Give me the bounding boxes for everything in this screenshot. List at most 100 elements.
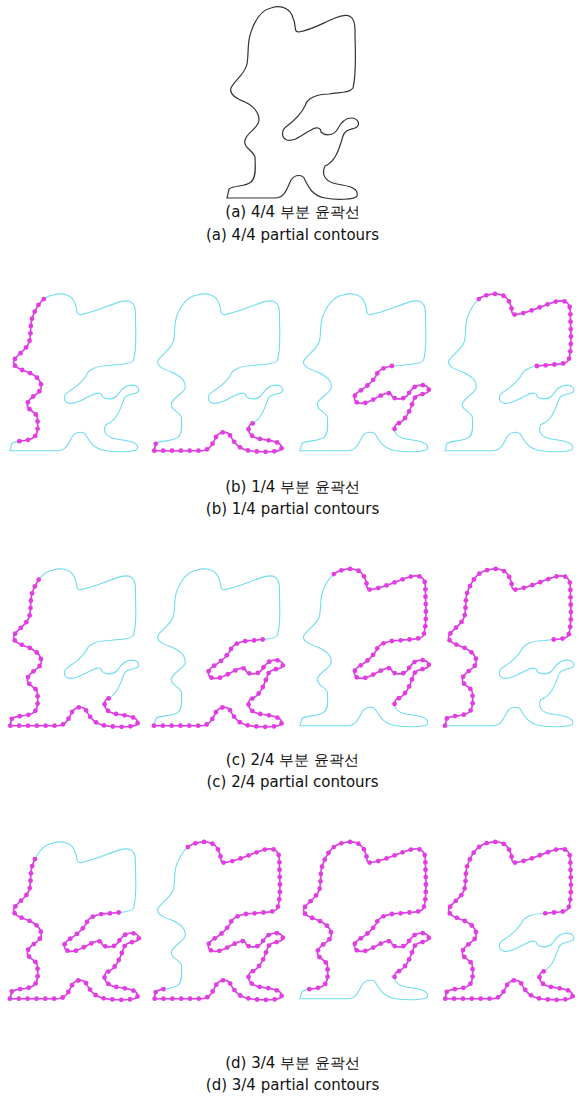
contour-point xyxy=(568,610,573,615)
contour-point xyxy=(33,960,38,965)
contour-point xyxy=(561,361,566,366)
contour-point xyxy=(322,857,327,862)
contour-point xyxy=(331,845,336,850)
contour-point xyxy=(170,996,175,1001)
contour-point xyxy=(218,854,223,859)
contour-point xyxy=(551,637,556,642)
full-contour xyxy=(445,842,574,1000)
contour-point xyxy=(378,393,383,398)
contour-point xyxy=(537,305,542,310)
contour-point xyxy=(225,925,230,930)
contour-point xyxy=(354,948,359,953)
contour-point xyxy=(101,996,106,1001)
contour-point xyxy=(310,916,315,921)
contour-point xyxy=(185,845,190,850)
contour-point xyxy=(423,890,428,895)
contour-point xyxy=(375,919,380,924)
contour-point xyxy=(401,671,406,676)
contour-point xyxy=(545,302,550,307)
contour-point xyxy=(448,631,453,636)
contour-point xyxy=(26,723,31,728)
contour-point xyxy=(237,720,242,725)
contour-point xyxy=(462,613,467,618)
contour-point xyxy=(363,948,368,953)
contour-point xyxy=(469,650,474,655)
contour-point xyxy=(153,441,158,446)
contour-point xyxy=(116,958,121,963)
contour-point xyxy=(37,936,42,941)
contour-point xyxy=(221,860,226,865)
contour-point xyxy=(423,867,428,872)
contour-point xyxy=(401,944,406,949)
contour-point xyxy=(321,942,326,947)
contour-point xyxy=(468,960,473,965)
contour-point xyxy=(398,911,403,916)
contour-point xyxy=(153,990,158,995)
contour-point xyxy=(25,996,30,1001)
contour-point xyxy=(461,674,466,679)
contour-point xyxy=(472,663,477,668)
contour-point xyxy=(459,620,464,625)
contour-point xyxy=(221,978,226,983)
contour-point xyxy=(323,960,328,965)
contour-point xyxy=(401,396,406,401)
contour-point xyxy=(493,291,498,296)
contour-point xyxy=(75,931,80,936)
contour-point xyxy=(35,375,40,380)
contour-point xyxy=(398,638,403,643)
contour-point xyxy=(386,391,391,396)
contour-point xyxy=(266,986,271,991)
contour-point xyxy=(537,996,542,1001)
mouse-figure xyxy=(227,7,358,200)
contour-point xyxy=(35,419,40,424)
contour-point xyxy=(19,642,24,647)
contour-point xyxy=(423,617,428,622)
contour-point xyxy=(400,577,405,582)
contour-point xyxy=(376,859,381,864)
contour-point xyxy=(417,574,422,579)
contour-point xyxy=(509,854,514,859)
contour-point xyxy=(465,864,470,869)
contour-point xyxy=(267,659,272,664)
contour-point xyxy=(8,996,13,1001)
contour-point xyxy=(119,951,124,956)
mouse-figure xyxy=(152,294,284,454)
contour-point xyxy=(74,948,79,953)
contour-point xyxy=(493,566,498,571)
contour-point xyxy=(410,402,415,407)
contour-point xyxy=(339,841,344,846)
contour-point xyxy=(412,660,417,665)
partial-contour xyxy=(304,842,429,989)
contour-point xyxy=(484,293,489,298)
contour-point xyxy=(469,923,474,928)
contour-point xyxy=(412,933,417,938)
contour-point xyxy=(131,715,136,720)
contour-point xyxy=(277,875,282,880)
contour-point xyxy=(13,356,18,361)
contour-point xyxy=(27,338,32,343)
contour-point xyxy=(568,868,573,873)
contour-point xyxy=(454,642,459,647)
contour-point xyxy=(279,993,284,998)
contour-point xyxy=(277,882,282,887)
partial-contour xyxy=(154,423,282,451)
contour-point xyxy=(276,904,281,909)
contour-point xyxy=(228,981,233,986)
contour-point xyxy=(461,996,466,1001)
contour-point xyxy=(484,841,489,846)
contour-point xyxy=(26,985,31,990)
contour-point xyxy=(26,437,31,442)
contour-point xyxy=(461,985,466,990)
partial-contour xyxy=(14,299,44,441)
contour-point xyxy=(423,594,428,599)
contour-point xyxy=(407,957,412,962)
full-contour xyxy=(445,294,574,452)
contour-point xyxy=(447,911,452,916)
contour-point xyxy=(521,859,526,864)
contour-point xyxy=(260,637,265,642)
contour-point xyxy=(264,997,269,1002)
contour-point xyxy=(250,433,255,438)
contour-point xyxy=(66,990,71,995)
full-contour xyxy=(154,569,283,727)
contour-point xyxy=(128,724,133,729)
